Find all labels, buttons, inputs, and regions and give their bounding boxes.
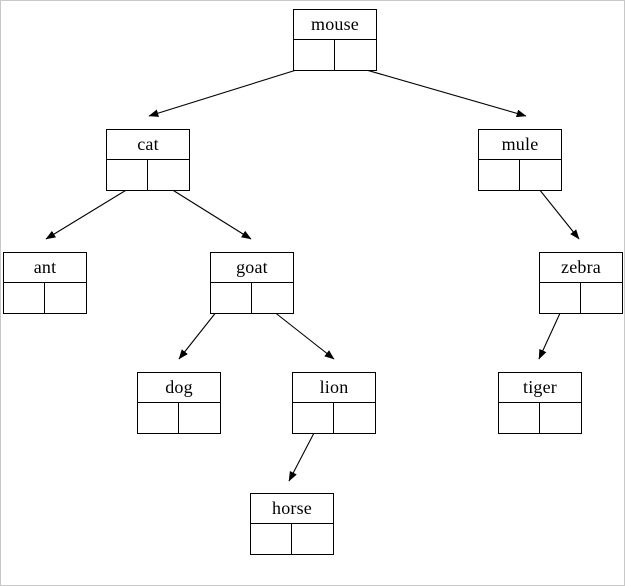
tree-node-mule[interactable]: mule: [478, 129, 562, 191]
tree-node-label: cat: [107, 130, 189, 160]
right-pointer-cell[interactable]: [581, 283, 622, 313]
tree-node-pointers: [211, 283, 293, 313]
right-pointer-cell[interactable]: [334, 403, 375, 433]
tree-edge-zebra-to-tiger: [538, 310, 562, 360]
tree-edge-mouse-to-cat: [148, 66, 307, 117]
tree-node-label: tiger: [499, 373, 581, 403]
tree-node-pointers: [293, 403, 375, 433]
tree-node-tiger[interactable]: tiger: [498, 372, 582, 434]
tree-edge-goat-to-dog: [178, 310, 218, 360]
left-pointer-cell[interactable]: [479, 160, 520, 190]
tree-node-ant[interactable]: ant: [3, 252, 87, 314]
tree-node-pointers: [294, 40, 376, 70]
tree-node-label: mouse: [294, 10, 376, 40]
tree-edge-goat-to-lion: [272, 310, 335, 360]
tree-node-horse[interactable]: horse: [250, 493, 334, 555]
left-pointer-cell[interactable]: [4, 283, 45, 313]
tree-node-zebra[interactable]: zebra: [539, 252, 623, 314]
left-pointer-cell[interactable]: [251, 524, 292, 554]
left-pointer-cell[interactable]: [293, 403, 334, 433]
tree-node-label: horse: [251, 494, 333, 524]
left-pointer-cell[interactable]: [294, 40, 335, 70]
right-pointer-cell[interactable]: [520, 160, 561, 190]
tree-node-pointers: [499, 403, 581, 433]
tree-node-goat[interactable]: goat: [210, 252, 294, 314]
tree-node-label: mule: [479, 130, 561, 160]
right-pointer-cell[interactable]: [335, 40, 376, 70]
tree-node-pointers: [251, 524, 333, 554]
right-pointer-cell[interactable]: [292, 524, 333, 554]
tree-node-mouse[interactable]: mouse: [293, 9, 377, 71]
tree-edge-mule-to-zebra: [538, 188, 580, 240]
left-pointer-cell[interactable]: [540, 283, 581, 313]
tree-node-pointers: [540, 283, 622, 313]
left-pointer-cell[interactable]: [211, 283, 252, 313]
tree-node-label: dog: [138, 373, 220, 403]
left-pointer-cell[interactable]: [138, 403, 179, 433]
right-pointer-cell[interactable]: [179, 403, 220, 433]
tree-node-label: zebra: [540, 253, 622, 283]
tree-node-cat[interactable]: cat: [106, 129, 190, 191]
tree-node-label: goat: [211, 253, 293, 283]
tree-edge-cat-to-ant: [45, 188, 129, 240]
left-pointer-cell[interactable]: [107, 160, 148, 190]
tree-node-lion[interactable]: lion: [292, 372, 376, 434]
right-pointer-cell[interactable]: [45, 283, 86, 313]
tree-node-pointers: [138, 403, 220, 433]
tree-node-pointers: [107, 160, 189, 190]
tree-node-label: ant: [4, 253, 86, 283]
tree-edge-mouse-to-mule: [355, 66, 527, 118]
right-pointer-cell[interactable]: [148, 160, 189, 190]
left-pointer-cell[interactable]: [499, 403, 540, 433]
right-pointer-cell[interactable]: [252, 283, 293, 313]
right-pointer-cell[interactable]: [540, 403, 581, 433]
tree-node-pointers: [4, 283, 86, 313]
tree-edge-cat-to-goat: [170, 188, 252, 240]
tree-node-pointers: [479, 160, 561, 190]
tree-node-dog[interactable]: dog: [137, 372, 221, 434]
tree-edge-lion-to-horse: [288, 432, 315, 482]
tree-node-label: lion: [293, 373, 375, 403]
